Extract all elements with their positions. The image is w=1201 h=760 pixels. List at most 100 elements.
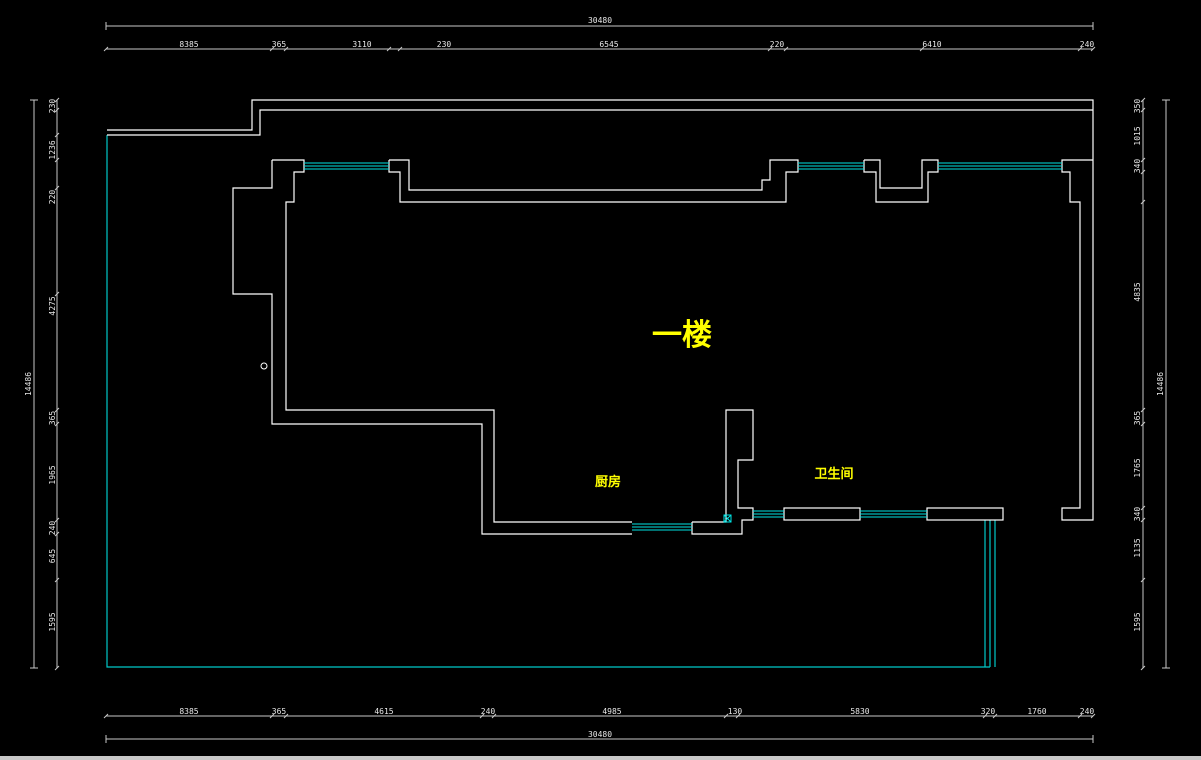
right-dim: 1135 [1133,538,1142,557]
dimension-tick [735,713,741,719]
left-dim: 1965 [48,465,57,484]
dimension-tick [54,517,60,523]
bottom-dim: 130 [728,707,743,716]
bottom-dims: 8385 365 4615 240 4985 130 5830 320 1760… [179,707,1094,716]
dimension-tick [54,185,60,191]
dimension-tick [54,421,60,427]
top-dim: 8385 [179,40,198,49]
boundary-line [106,135,990,668]
right-dim: 1595 [1133,612,1142,631]
dimension-tick [992,713,998,719]
dimension-tick [1140,421,1146,427]
dimension-tick [54,97,60,103]
dimension-tick [1140,577,1146,583]
right-dim: 1765 [1133,458,1142,477]
kitchen-label: 厨房 [595,474,621,490]
dimension-tick [1140,505,1146,511]
outer-walls [107,99,1094,521]
dimension-tick [1140,169,1146,175]
top-dim: 365 [272,40,287,49]
dimension-tick [491,713,497,719]
pipe-icon [260,362,268,370]
dimension-lines [30,22,1170,743]
left-dim: 645 [48,549,57,564]
right-dim: 340 [1133,507,1142,522]
bottom-dim: 240 [1080,707,1095,716]
top-dims: 8385 365 3110 230 6545 220 6410 240 [179,40,1094,49]
top-dim: 240 [1080,40,1095,49]
dimension-tick [1140,107,1146,113]
top-dim: 6410 [922,40,941,49]
dimension-tick [1140,199,1146,205]
dimension-tick [283,713,289,719]
left-dims: 230 1236 220 4275 365 1965 240 645 1595 [48,99,57,632]
dimension-tick [1090,713,1096,719]
left-dim: 240 [48,521,57,536]
bottom-dim: 240 [481,707,496,716]
left-dim: 1236 [48,140,57,159]
top-dim: 230 [437,40,452,49]
windows [304,162,1062,531]
bottom-dim: 1760 [1027,707,1046,716]
dimension-tick [103,713,109,719]
dimension-tick [54,407,60,413]
bottom-dim: 5830 [850,707,869,716]
bottom-dim: 8385 [179,707,198,716]
dimension-tick [723,713,729,719]
dimension-tick [982,713,988,719]
right-dims: 350 1015 340 4835 365 1765 340 1135 1595 [1133,99,1142,632]
left-dim: 220 [48,190,57,205]
dimension-ticks [54,46,1146,719]
dimension-tick [1077,713,1083,719]
dimension-tick [783,46,789,52]
dimension-tick [54,291,60,297]
dimension-tick [54,531,60,537]
right-dim: 365 [1133,411,1142,426]
dimension-tick [1140,157,1146,163]
right-dim: 1015 [1133,126,1142,145]
site-boundary [106,135,996,668]
dimension-tick [54,577,60,583]
bathroom-label: 卫生间 [814,466,853,482]
dimension-tick [1140,407,1146,413]
dimension-tick [283,46,289,52]
bottom-dim: 4615 [374,707,393,716]
dimension-tick [767,46,773,52]
dimension-tick [54,132,60,138]
dimension-tick [386,46,392,52]
bottom-dim: 320 [981,707,996,716]
left-dim: 4275 [48,296,57,315]
floor-label: 一楼 [652,318,712,353]
dimension-tick [479,713,485,719]
right-total-dim: 14486 [1156,372,1165,396]
right-dim: 4835 [1133,282,1142,301]
left-dim: 1595 [48,612,57,631]
vent-icon [723,514,732,523]
dimension-tick [919,46,925,52]
bottom-dim: 365 [272,707,287,716]
top-total-dim: 30480 [588,16,612,25]
top-dim: 6545 [599,40,618,49]
dimension-tick [103,46,109,52]
status-bar [0,756,1201,760]
bottom-total-dim: 30480 [588,730,612,739]
right-dim: 340 [1133,159,1142,174]
left-total-dim: 14486 [24,372,33,396]
dimension-tick [54,107,60,113]
dimension-tick [1140,517,1146,523]
dimension-tick [269,713,275,719]
dimension-tick [1077,46,1083,52]
bottom-dim: 4985 [602,707,621,716]
dimension-tick [397,46,403,52]
left-dim: 365 [48,411,57,426]
top-dim: 220 [770,40,785,49]
dimension-tick [54,157,60,163]
dimension-tick [1140,97,1146,103]
right-dim: 350 [1133,99,1142,114]
dimension-tick [269,46,275,52]
top-dim: 3110 [352,40,371,49]
dimension-tick [1140,665,1146,671]
dimension-tick [1090,46,1096,52]
